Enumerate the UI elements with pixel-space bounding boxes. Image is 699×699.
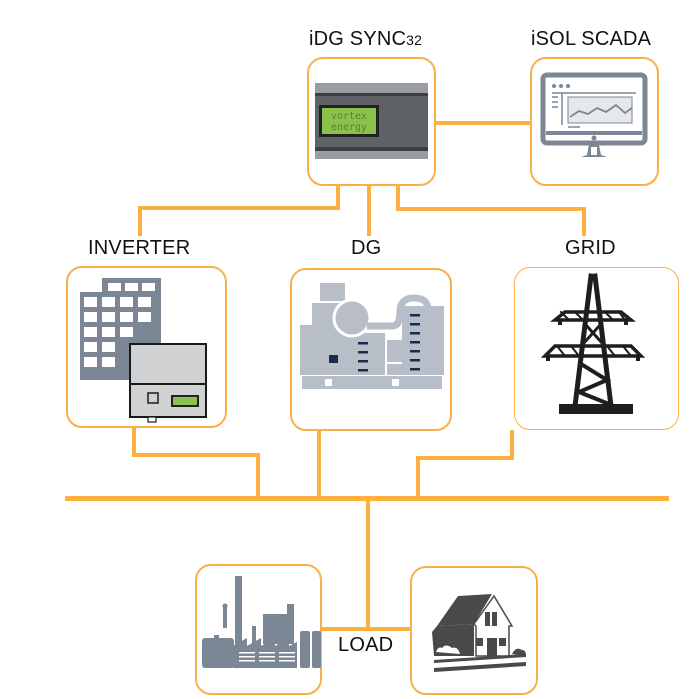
screen-text-1: vortex [331,111,367,122]
wire-bus-load [366,498,370,630]
factory-icon [202,576,321,668]
wire-grid-bus-h [416,456,514,460]
wire-controller-grid-v1 [396,184,400,211]
controller-label-suffix: 32 [406,32,423,48]
wire-controller-inverter-v1 [336,184,340,210]
solar-inverter-icon [80,278,207,423]
wire-inverter-bus-h [132,453,260,457]
inverter-label: INVERTER [88,237,191,259]
house-icon [432,594,526,672]
grid-label: GRID [565,237,616,259]
wire-controller-grid-h [396,207,586,211]
wire-controller-inverter-h [138,206,340,210]
controller-unit-icon: vortex energy [315,83,428,159]
controller-node[interactable]: vortex energy [307,57,436,186]
load-house-node[interactable] [410,566,538,695]
load-label: LOAD [338,634,394,656]
wire-controller-grid-v2 [582,207,586,236]
wire-grid-bus-v1 [510,430,514,460]
dg-node[interactable] [290,268,452,431]
dg-label: DG [351,237,382,259]
inverter-unit [129,343,207,423]
load-factory-node[interactable] [195,564,322,695]
grid-node[interactable] [514,267,679,430]
screen-text-2: energy [331,122,367,133]
controller-label-text: iDG SYNC [309,28,407,50]
monitor-chart-icon [540,72,648,157]
wire-grid-bus-v2 [416,456,420,498]
wire-controller-inverter-v2 [138,206,142,236]
scada-label: iSOL SCADA [531,28,652,50]
diesel-generator-icon [300,283,444,389]
wire-inverter-bus-v2 [256,453,260,498]
wire-controller-scada [434,121,532,125]
wire-controller-dg [367,184,371,236]
wire-load-h [320,627,412,631]
wire-inverter-bus-v1 [132,428,136,456]
controller-label: iDG SYNC32 [309,28,422,51]
scada-node[interactable] [530,57,659,186]
wire-dg-bus [317,430,321,498]
transmission-tower-icon [540,273,646,414]
inverter-node[interactable] [66,266,227,428]
